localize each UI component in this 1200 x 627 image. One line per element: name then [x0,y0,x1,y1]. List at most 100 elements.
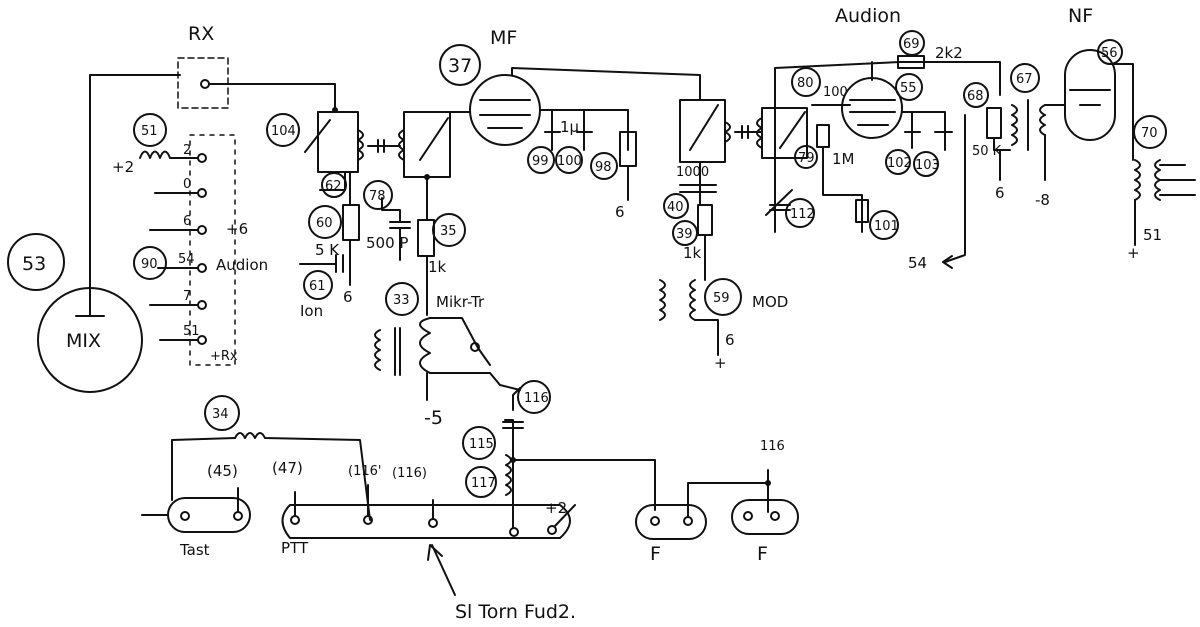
ptt-pin-d[interactable] [509,527,519,537]
label-90: 90 [141,257,158,272]
circle-37 [439,44,481,86]
circle-112 [785,198,815,228]
f2-pin-b[interactable] [770,511,780,521]
circle-100 [555,146,583,174]
f-connector-2[interactable] [731,499,799,535]
label-40: 40 [667,200,684,215]
tank4-frame [761,107,808,159]
label-117: 117 [471,476,496,491]
resistor-1m [816,124,830,148]
f1-pin-b[interactable] [683,516,693,526]
circle-60 [308,205,342,239]
ptt-pin-c[interactable] [428,518,438,528]
sw-label-51: 51 [183,324,200,339]
nf-51-label: 51 [1143,226,1162,244]
circle-62 [321,172,347,198]
sw-label-0: 0 [183,177,191,192]
tast-pin-a[interactable] [180,511,190,521]
circle-117 [465,466,497,498]
label-37: 37 [448,55,472,77]
var-cap4-arrow [779,111,806,149]
f-connector-1[interactable] [635,504,707,540]
circle-40 [663,193,689,219]
wire-68 [993,137,1011,151]
circle-68 [963,82,989,108]
ptt-plus2-lead [554,504,576,527]
label-70: 70 [1141,126,1158,141]
switch-contact-6[interactable] [197,225,207,235]
mod-6-label: 6 [725,331,735,349]
bottom-wiring: 34 (45) Tast (47) (116' (116) PTT +2 Sl … [141,380,799,623]
wire-audion-screen [901,111,946,151]
circle-79 [794,145,818,169]
ptt-connector[interactable] [281,504,571,539]
nf-coil-b [1039,104,1046,136]
mikrotr-label: Mikr-Tr [436,293,485,311]
circle-70 [1133,115,1167,149]
coil-b [398,129,405,161]
f1-label: F [650,543,661,565]
nf-label: NF [1068,5,1093,27]
label-55: 55 [900,81,917,96]
v6-c: 6 [995,184,1005,202]
resistor-68 [986,107,1002,139]
sw-label-7: 7 [183,289,191,304]
mf-label: MF [490,27,517,49]
rx-terminal[interactable] [200,79,210,89]
circle-61 [303,270,333,300]
label-115: 115 [469,437,494,452]
ptt-pin-e[interactable] [547,525,557,535]
mike-switch-contact[interactable] [470,342,480,352]
label-116: 116 [524,391,549,406]
ion-label: Ion [300,302,323,320]
f2-pin-a[interactable] [743,511,753,521]
label-112: 112 [790,207,815,222]
f1-pin-a[interactable] [650,516,660,526]
var-cap-arrow [304,119,331,153]
r1m-label: 1M [832,150,855,168]
nf-coil-a [1011,104,1018,146]
coil-d [756,117,763,149]
ptt-pin-a[interactable] [290,515,300,525]
choke-34 [234,432,371,521]
mf-stage: 78 35 500 P 1k 37 MF 1µ 99 100 98 6 [363,27,701,316]
plus6-label: +6 [226,220,248,238]
top116-label: 116 [760,439,785,454]
switch-contact-2[interactable] [197,153,207,163]
resistor-35 [417,219,435,257]
circle-39 [672,220,698,246]
resistor-60 [342,204,360,241]
var-cap2-arrow [419,117,449,161]
wire-mod-plus [694,319,719,356]
label-103: 103 [915,158,940,173]
switch-contact-7[interactable] [197,300,207,310]
wire-54-arrow [944,114,966,263]
label-80: 80 [797,76,814,91]
label-51: 51 [141,124,158,139]
r2k2-label: 2k2 [935,44,963,62]
circle-59 [704,278,742,316]
circle-53 [7,233,65,291]
circle-78 [363,180,393,210]
switch-contact-54[interactable] [197,263,207,273]
wire-rx-mf [208,83,336,113]
circle-35 [432,213,466,247]
circle-116 [517,380,551,414]
tast-pin-b[interactable] [233,511,243,521]
audion-title: Audion [835,5,901,27]
b47-label: (47) [272,459,303,477]
switch-contact-0[interactable] [197,188,207,198]
v6-b: 6 [615,203,625,221]
wire-nf-plate [1109,63,1134,161]
arrow-54-label: 54 [908,254,927,272]
mod-coil-b [689,279,696,321]
v6-a: 6 [343,288,353,306]
sw-label-6: 6 [183,214,191,229]
sw-label-54: 54 [178,252,195,267]
choke-117 [505,454,512,496]
rx-plus-label: +Rx [210,349,238,364]
mic-transformer: 33 Mikr-Tr -5 [374,282,521,429]
wire-78 [381,197,401,223]
choke-51 [139,150,199,159]
